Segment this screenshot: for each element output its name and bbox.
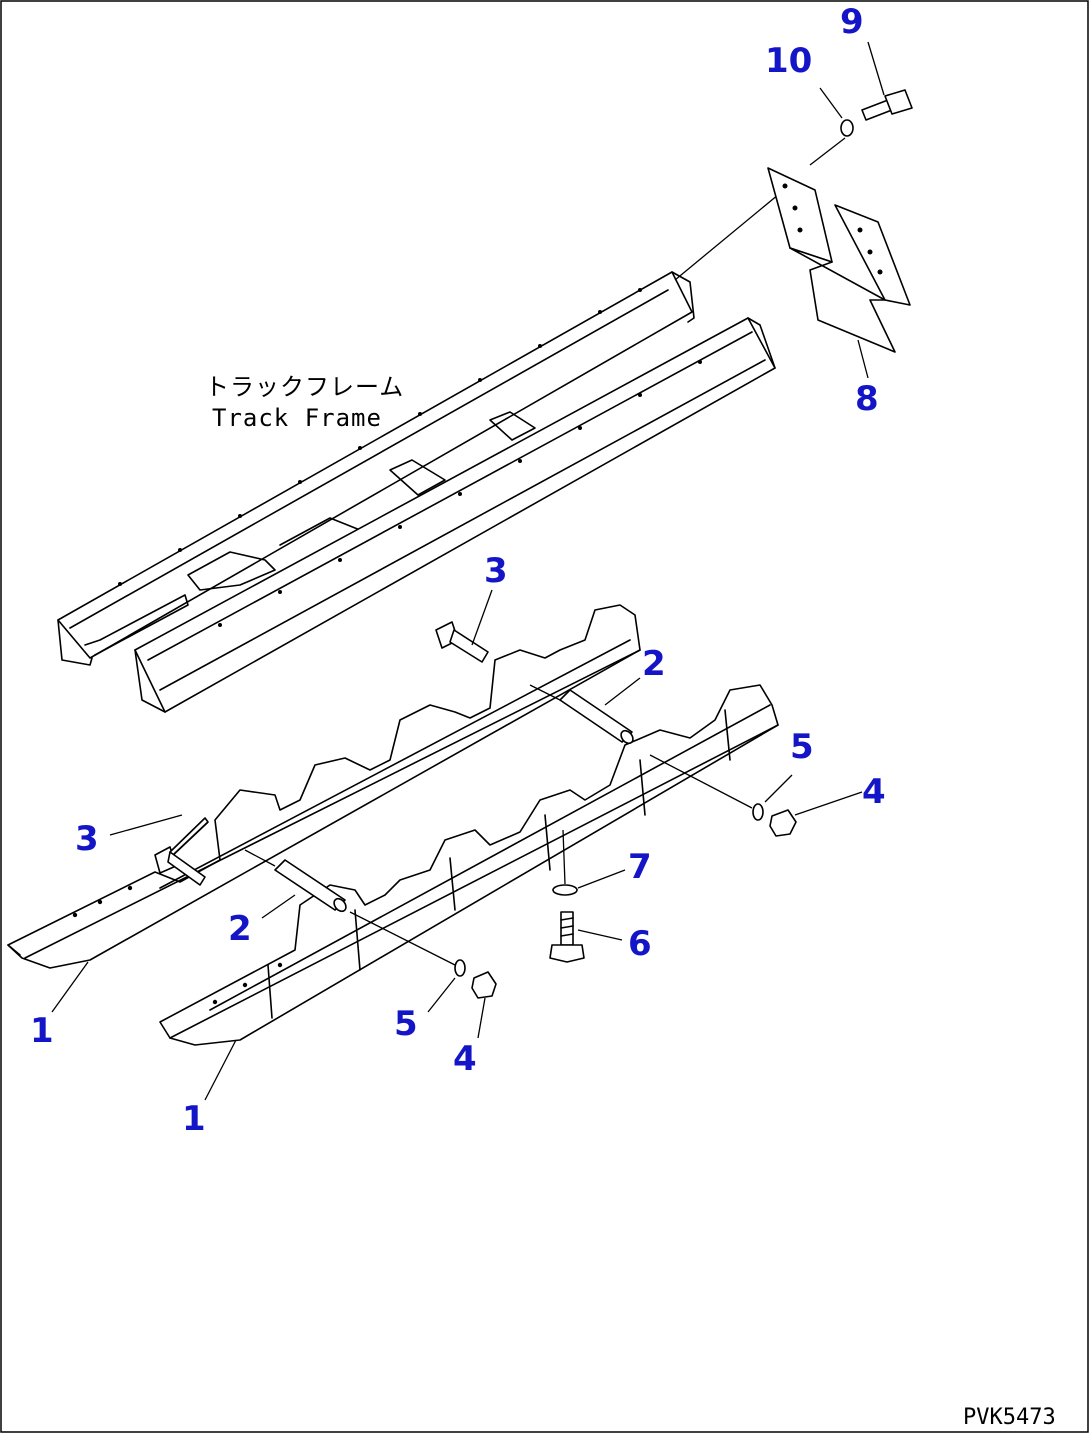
callout-4-left: 4 <box>453 1039 477 1079</box>
callout-2-upper: 2 <box>642 644 666 684</box>
callout-3-upper: 3 <box>484 551 508 591</box>
callout-4-right: 4 <box>862 772 886 812</box>
bolt-3-lower <box>109 814 209 886</box>
nut-4-right <box>769 791 863 837</box>
frame-label-english: Track Frame <box>212 404 382 432</box>
frame-bolt-holes <box>118 288 702 627</box>
pin-lower <box>244 849 347 919</box>
nut-4-left <box>471 971 497 1039</box>
track-guard-front <box>159 684 779 1101</box>
callout-5-left: 5 <box>394 1004 418 1044</box>
callout-3-lower: 3 <box>75 819 99 859</box>
bolt-9 <box>861 41 913 121</box>
washer-10 <box>809 87 854 166</box>
callout-1-rear: 1 <box>30 1011 54 1051</box>
callout-1-front: 1 <box>182 1099 206 1139</box>
callout-2-lower: 2 <box>228 909 252 949</box>
plate-assembly <box>767 167 911 379</box>
drawing-number: PVK5473 <box>963 1405 1056 1430</box>
callout-8: 8 <box>855 379 879 419</box>
callout-9: 9 <box>840 2 864 42</box>
callout-7: 7 <box>628 847 652 887</box>
callout-6: 6 <box>628 924 652 964</box>
washer-5-left <box>349 911 466 1013</box>
washer-7 <box>552 829 626 896</box>
washer-5-right <box>649 754 793 821</box>
track-guard-rear <box>7 604 641 1013</box>
pin-upper <box>529 677 641 745</box>
frame-label-japanese: トラックフレーム <box>205 373 404 401</box>
callout-5-right: 5 <box>790 727 814 767</box>
bolt-3-upper <box>435 589 493 663</box>
bolt-6 <box>549 911 623 963</box>
callout-10: 10 <box>765 41 812 81</box>
track-frame <box>57 184 791 713</box>
